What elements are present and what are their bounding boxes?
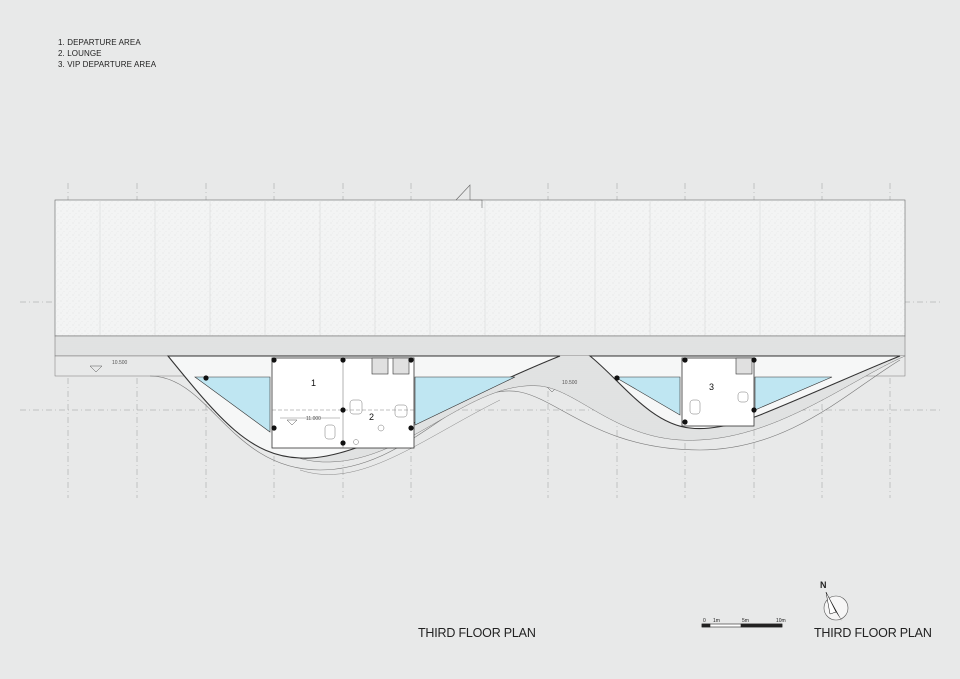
legend-item-departure-area: 1. DEPARTURE AREA bbox=[58, 38, 141, 47]
north-arrow-icon bbox=[823, 591, 849, 621]
room-label-1: 1 bbox=[311, 378, 316, 388]
scale-tick-0: 0 bbox=[703, 618, 706, 624]
legend: 1. DEPARTURE AREA 2. LOUNGE 3. VIP DEPAR… bbox=[58, 37, 156, 70]
scale-labels: 0 1m 5m 10m bbox=[700, 618, 800, 628]
wave-outline-lower bbox=[149, 359, 901, 471]
drawing-title: THIRD FLOOR PLAN bbox=[418, 626, 536, 640]
room-label-3: 3 bbox=[709, 382, 714, 392]
level-mark: 11.000 bbox=[306, 416, 321, 422]
glass-panel bbox=[613, 376, 681, 416]
level-mark: 10.500 bbox=[112, 360, 128, 366]
glass-panel bbox=[754, 376, 833, 411]
scale-bar bbox=[701, 623, 783, 628]
north-label: N bbox=[820, 580, 827, 590]
glass-panel bbox=[414, 376, 516, 426]
platform-band bbox=[54, 335, 906, 357]
level-mark: 10.500 bbox=[562, 380, 578, 386]
glass-panel bbox=[194, 376, 271, 433]
scale-tick-10m: 10m bbox=[776, 618, 786, 624]
drawing-title-side: THIRD FLOOR PLAN bbox=[814, 626, 932, 640]
legend-item-lounge: 2. LOUNGE bbox=[58, 49, 102, 58]
scale-tick-5m: 5m bbox=[742, 618, 749, 624]
room-label-2: 2 bbox=[369, 412, 374, 422]
roof-canopy bbox=[54, 199, 906, 337]
legend-item-vip-departure-area: 3. VIP DEPARTURE AREA bbox=[58, 60, 157, 69]
scale-tick-1m: 1m bbox=[713, 618, 720, 624]
